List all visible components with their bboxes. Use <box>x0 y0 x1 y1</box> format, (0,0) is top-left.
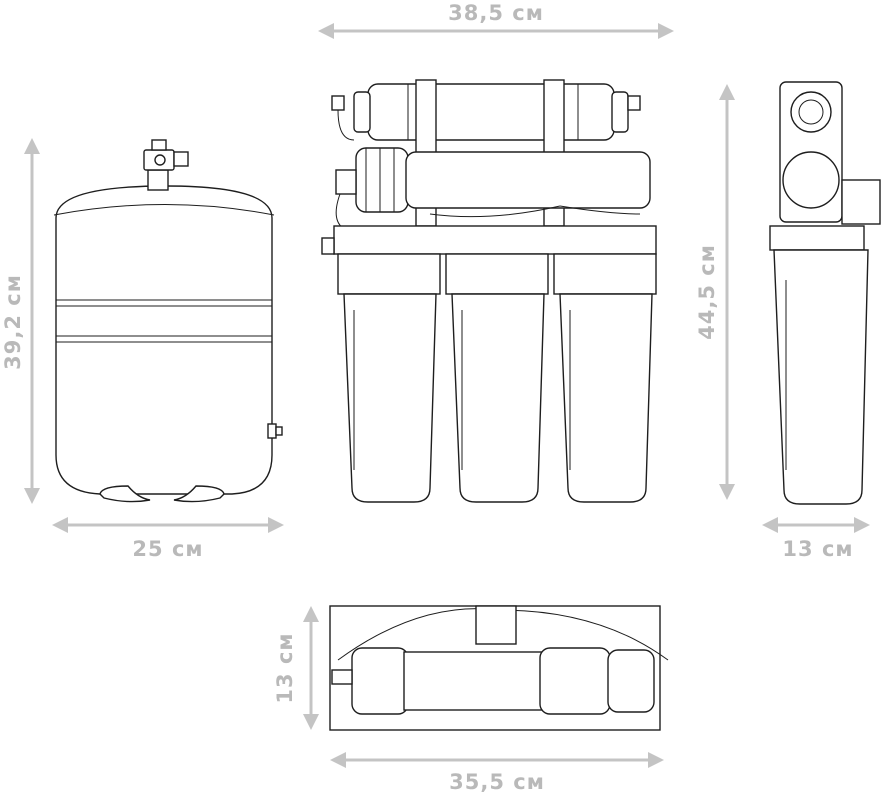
storage-tank <box>53 139 283 503</box>
tank-width-label: 25 см <box>132 537 203 561</box>
filter-system-side <box>769 81 881 505</box>
top-width-arrow <box>330 752 664 768</box>
top-depth-arrow <box>303 606 319 730</box>
side-depth-arrow <box>762 517 870 533</box>
filter-system-top <box>329 605 669 731</box>
system-width-arrow <box>318 23 674 39</box>
filter-system-front <box>321 79 657 503</box>
system-height-arrow <box>719 84 735 500</box>
tank-width-arrow <box>52 517 284 533</box>
top-depth-label: 13 см <box>273 632 297 703</box>
system-width-label: 38,5 см <box>448 1 544 25</box>
side-depth-label: 13 см <box>782 537 853 561</box>
tank-height-arrow <box>24 138 40 504</box>
top-width-label: 35,5 см <box>449 770 545 794</box>
tank-height-label: 39,2 см <box>1 274 25 370</box>
system-height-label: 44,5 см <box>695 244 719 340</box>
